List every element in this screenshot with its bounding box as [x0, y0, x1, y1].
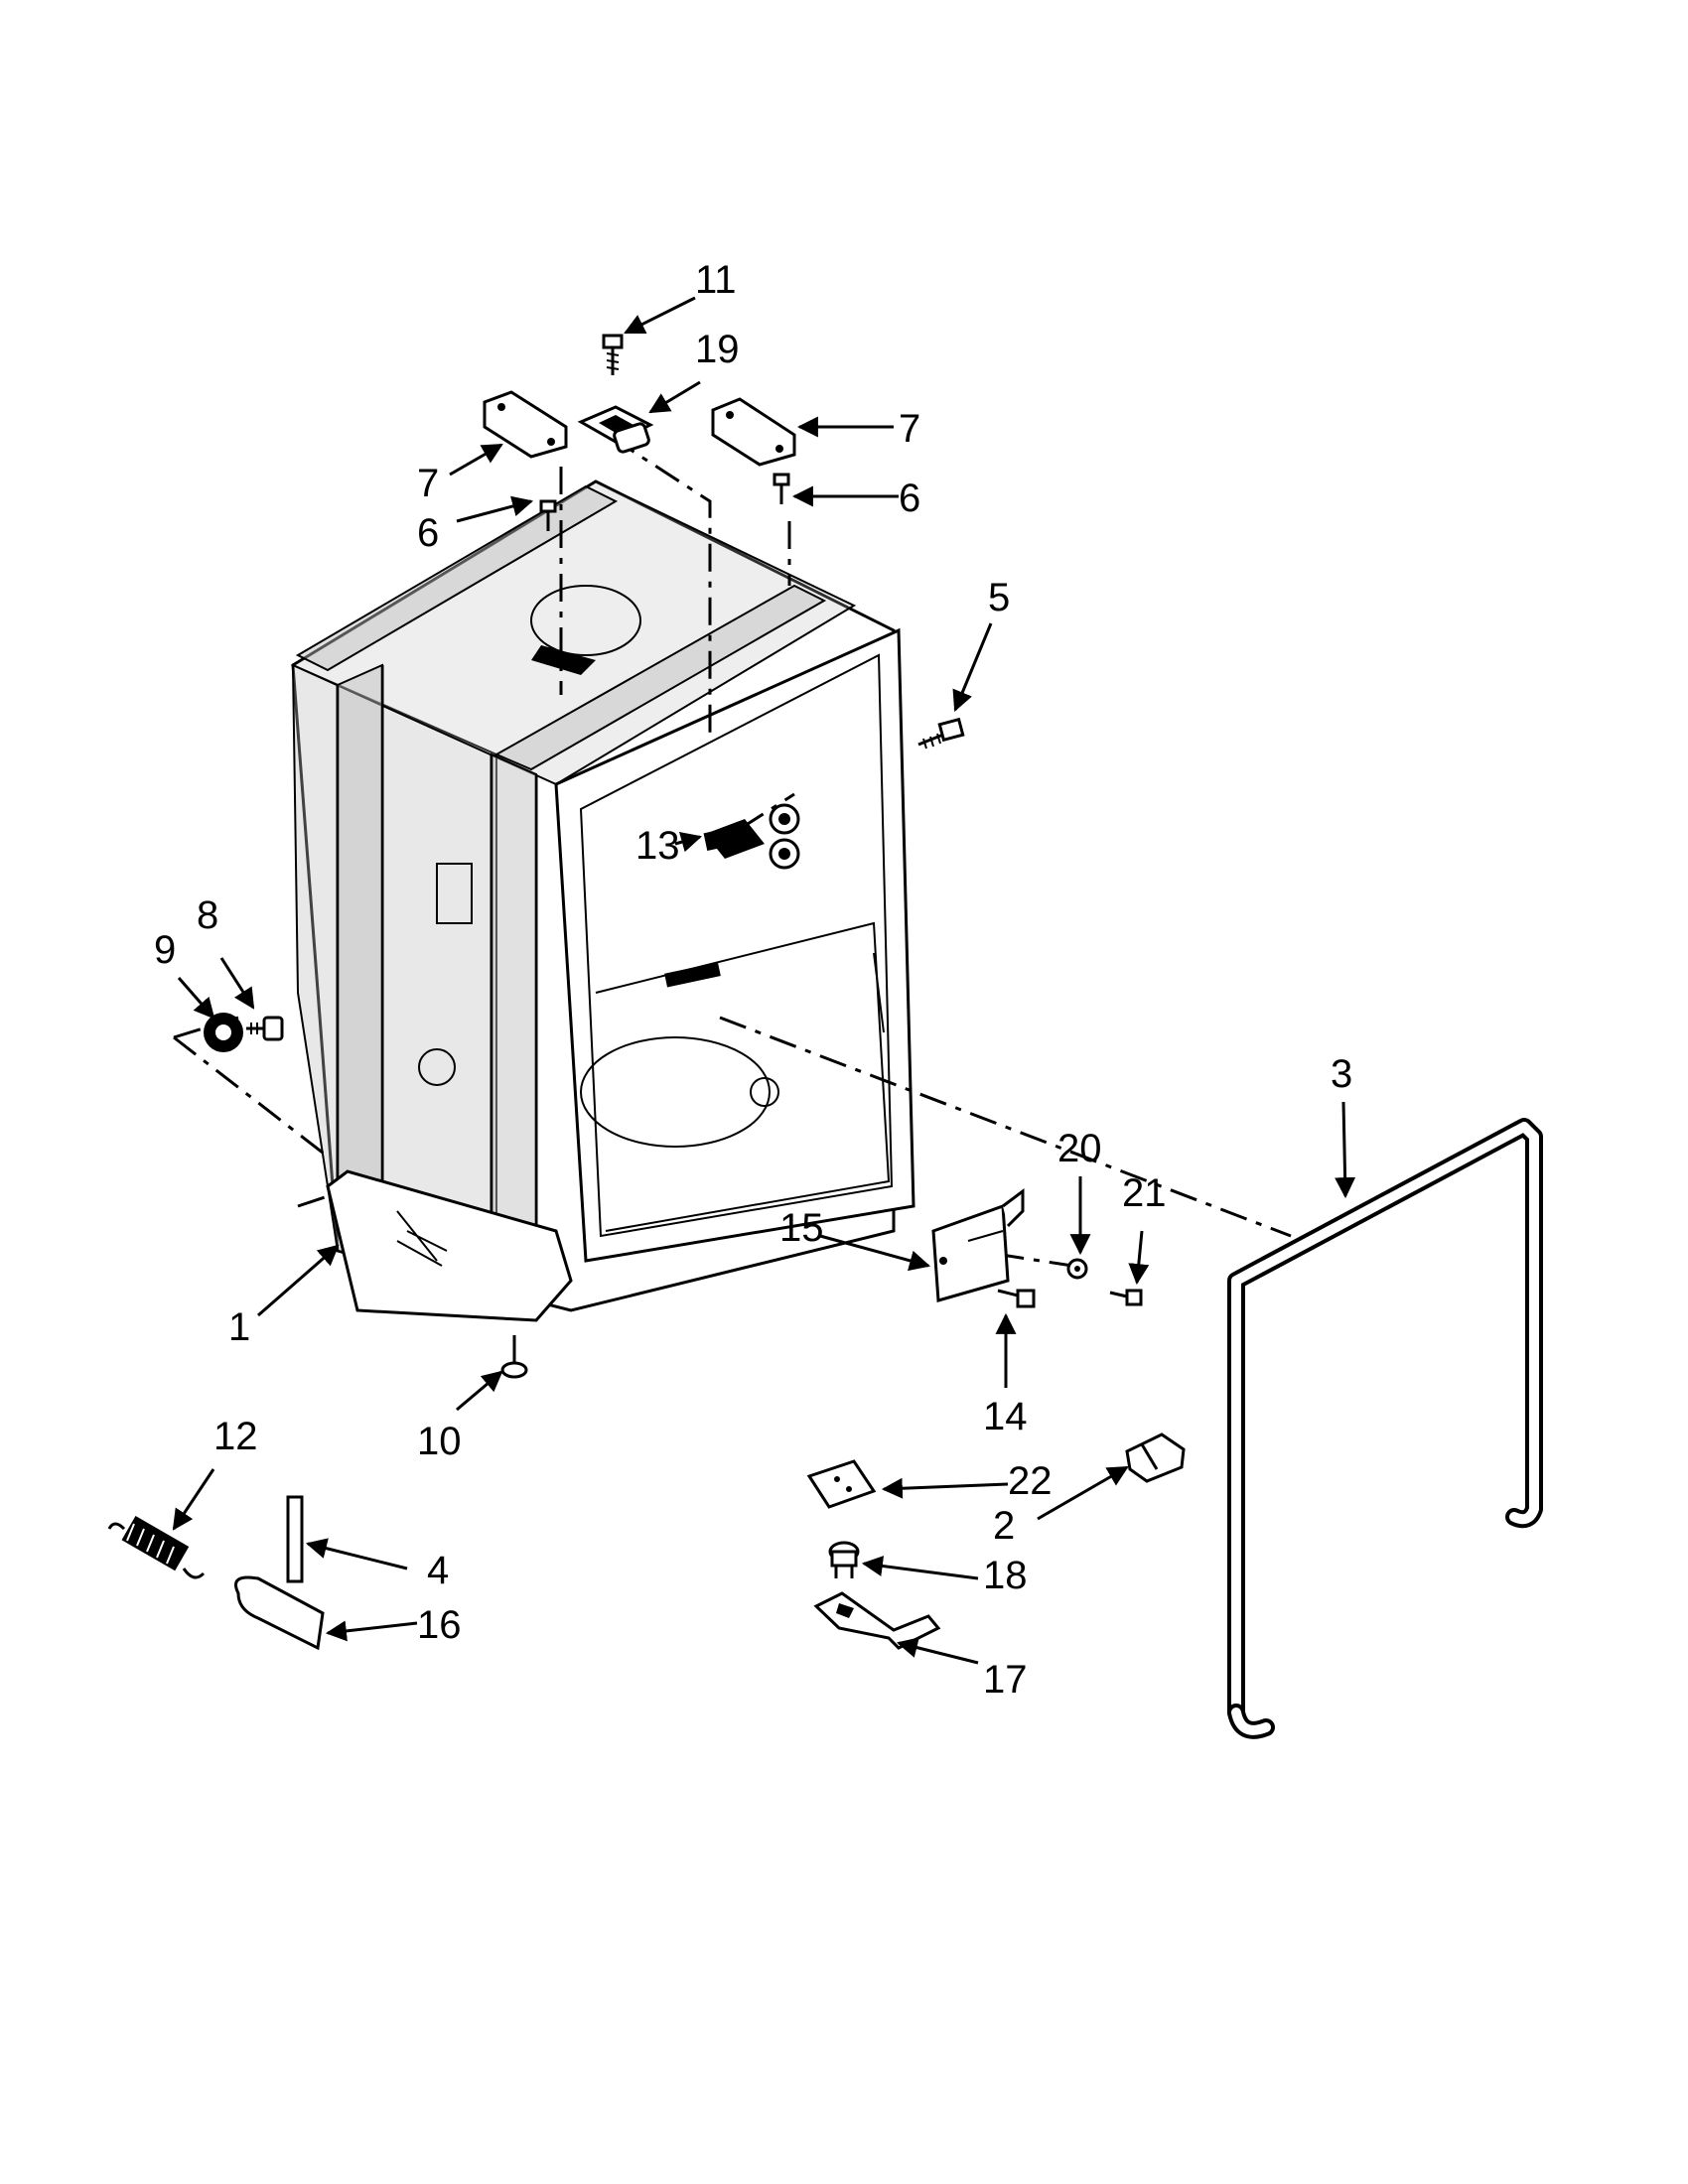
- part-4-strip: [286, 1495, 304, 1583]
- callout-15: 15: [779, 1206, 824, 1250]
- part-10-leg: [500, 1335, 528, 1379]
- callout-8: 8: [197, 893, 218, 937]
- part-13-clips: [705, 803, 800, 870]
- part-19-bracket: [577, 405, 654, 454]
- callout-2: 2: [993, 1504, 1015, 1548]
- callout-4: 4: [427, 1549, 449, 1592]
- part-18-thermostat: [828, 1541, 860, 1578]
- callout-6-left: 6: [417, 511, 439, 555]
- callout-5: 5: [988, 576, 1010, 619]
- callout-20: 20: [1057, 1127, 1102, 1170]
- part-6-right-screw: [773, 473, 790, 504]
- callout-7-right: 7: [899, 407, 920, 451]
- part-11-screw: [602, 334, 624, 375]
- part-6-left-screw: [539, 499, 557, 531]
- part-9-wheel: [204, 1013, 243, 1052]
- part-3-gasket: [1227, 1118, 1543, 1739]
- callout-18: 18: [983, 1554, 1028, 1597]
- part-2-clip: [1125, 1433, 1186, 1483]
- part-20-washer: [1066, 1258, 1088, 1280]
- callout-21: 21: [1122, 1171, 1167, 1215]
- part-7-left-bracket: [483, 390, 568, 459]
- part-8-screw: [246, 1016, 284, 1041]
- callout-19: 19: [695, 328, 740, 371]
- callout-arrows: [172, 296, 1356, 1665]
- callout-3: 3: [1331, 1052, 1352, 1096]
- callout-labels: 11 19 7 7 6 6 5 13 8 9 3 20 21 15 1 14 1…: [154, 258, 1352, 1702]
- callout-10: 10: [417, 1420, 462, 1463]
- part-15-bracket: [931, 1188, 1025, 1302]
- callout-13: 13: [635, 824, 680, 868]
- callout-6-right: 6: [899, 477, 920, 520]
- callout-12: 12: [213, 1415, 258, 1458]
- callout-9: 9: [154, 928, 176, 972]
- tub-assembly: [290, 479, 915, 1322]
- part-14-screw: [997, 1289, 1036, 1308]
- part-21-screw: [1109, 1289, 1143, 1306]
- callout-22: 22: [1008, 1459, 1053, 1503]
- callout-1: 1: [228, 1305, 250, 1349]
- part-16-cover: [234, 1575, 325, 1651]
- part-22-pad: [806, 1459, 877, 1509]
- part-12-spring: [107, 1516, 206, 1579]
- part-17-bracket: [813, 1591, 941, 1650]
- callout-11: 11: [695, 258, 737, 302]
- callout-16: 16: [417, 1603, 462, 1647]
- part-7-right-bracket: [711, 397, 796, 467]
- callout-7-left: 7: [417, 462, 439, 505]
- callout-17: 17: [983, 1658, 1028, 1702]
- callout-14: 14: [983, 1395, 1028, 1438]
- part-5-screw: [917, 717, 965, 750]
